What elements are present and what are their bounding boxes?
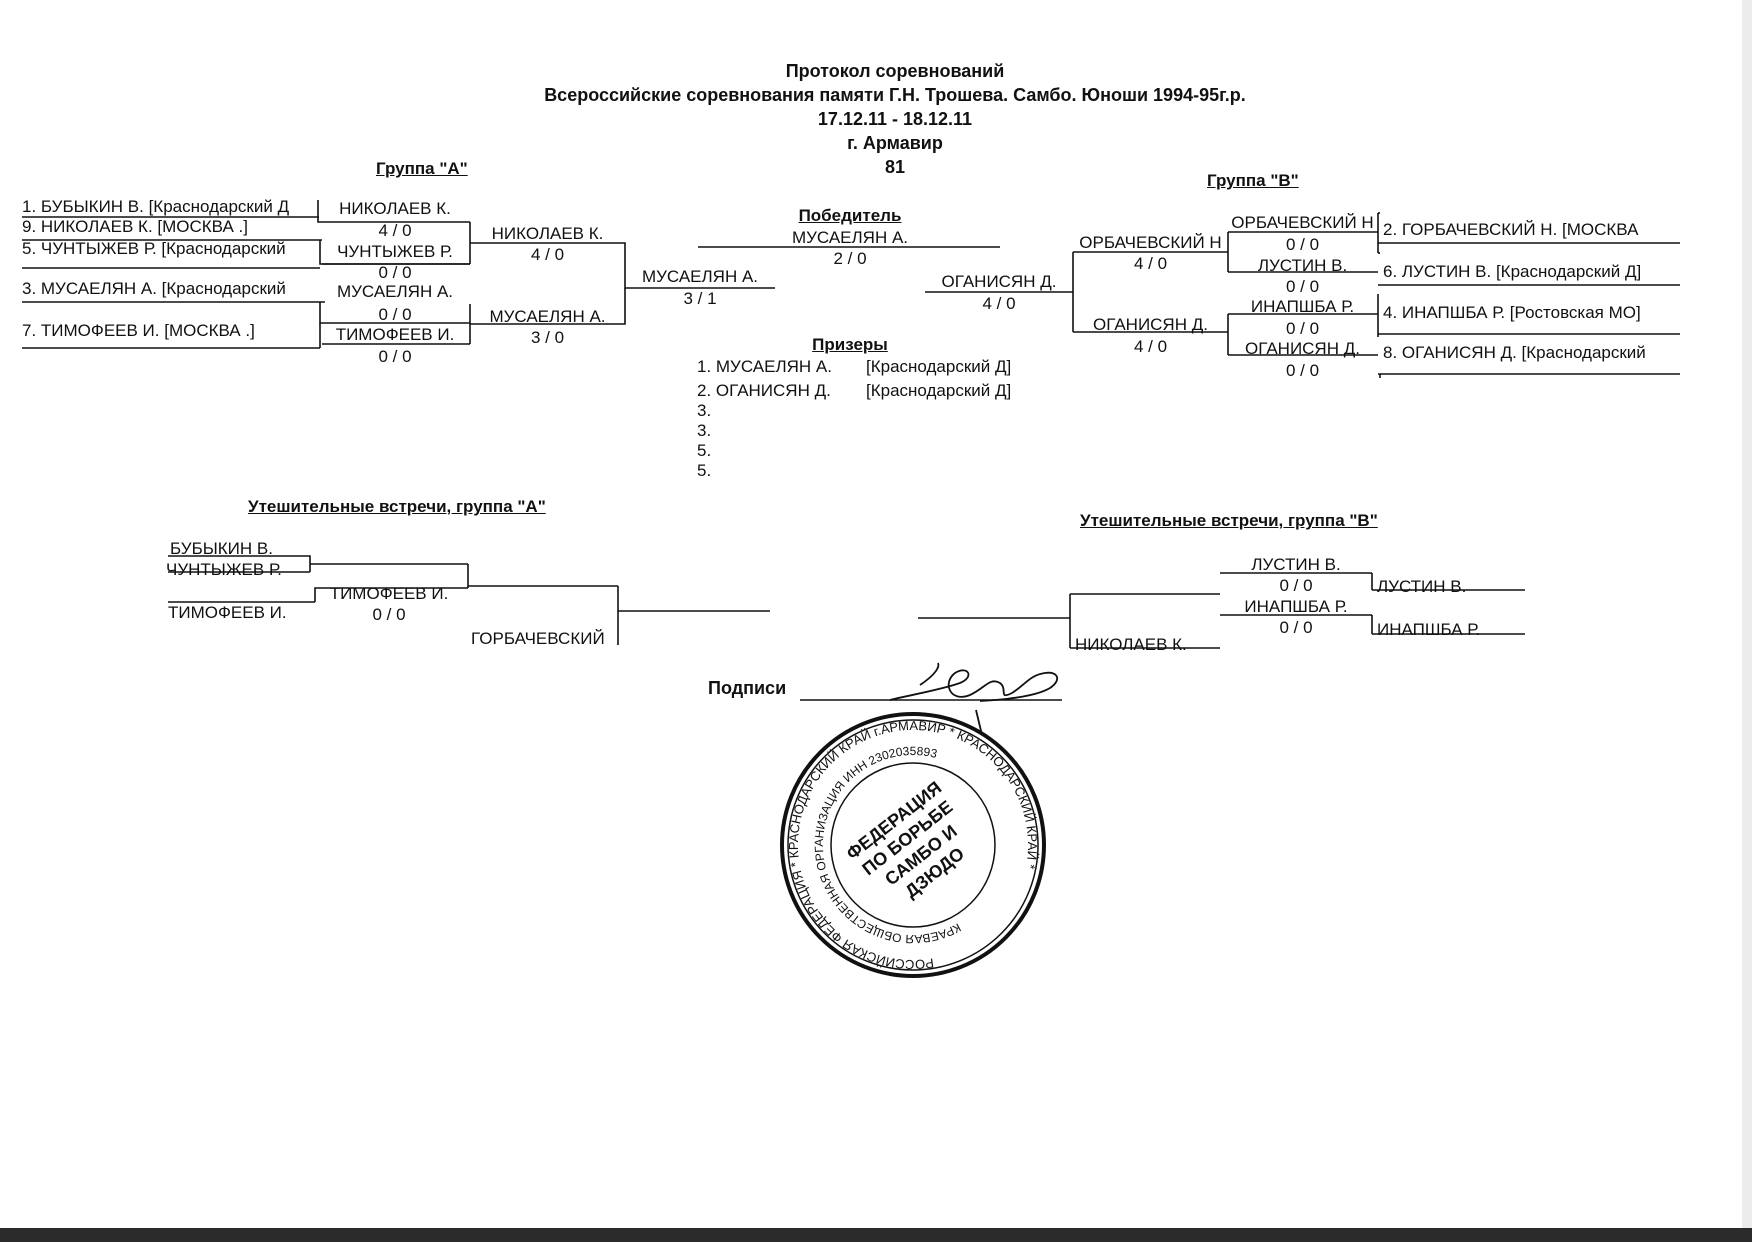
group-a-r1-score-4: 0 / 0 <box>378 347 412 366</box>
consolation-b-right2: ИНАПШБА Р. <box>1377 620 1481 639</box>
group-a-final-score: 3 / 1 <box>683 289 717 308</box>
consolation-b-mid-score: 0 / 0 <box>1279 618 1313 637</box>
scan-bottom-border <box>0 1228 1752 1242</box>
prizer-place-5a: 5. <box>697 441 712 460</box>
group-b-r2-score-1: 4 / 0 <box>1133 254 1168 273</box>
group-a-r1-name-2: ЧУНТЫЖЕВ Р. <box>337 242 453 261</box>
winner-score: 2 / 0 <box>833 249 867 268</box>
prizer-region-2: [Краснодарский Д] <box>866 381 1012 400</box>
group-a-r1-score-2: 0 / 0 <box>378 263 412 282</box>
group-a-r1-score-1: 4 / 0 <box>378 221 412 240</box>
consolation-a-score: 0 / 0 <box>372 605 406 624</box>
group-b-r2-score-2: 4 / 0 <box>1133 337 1168 356</box>
group-a-entrant-5: 5. ЧУНТЫЖЕВ Р. [Краснодарский <box>22 239 286 258</box>
group-a-r1-name-4: ТИМОФЕЕВ И. <box>335 325 455 344</box>
doc-subtitle: Всероссийские соревнования памяти Г.Н. Т… <box>544 85 1246 105</box>
consolation-b-top: ЛУСТИН В. <box>1251 555 1341 574</box>
group-b-entrant-6: 6. ЛУСТИН В. [Краснодарский Д] <box>1383 262 1642 281</box>
doc-weight: 81 <box>884 157 906 177</box>
group-a-r2-name-2: МУСАЕЛЯН А. <box>489 307 606 326</box>
group-a-r2-name-1: НИКОЛАЕВ К. <box>491 224 604 243</box>
consolation-b-top-score: 0 / 0 <box>1279 576 1313 595</box>
prizer-place-1: 1. МУСАЕЛЯН А. <box>697 357 832 376</box>
group-a-r1-name-3: МУСАЕЛЯН А. <box>336 282 454 301</box>
scan-edge <box>1742 0 1752 1242</box>
group-b-r1-name-3: ИНАПШБА Р. <box>1250 297 1355 316</box>
federation-stamp: РОССИЙСКАЯ ФЕДЕРАЦИЯ * КРАСНОДАРСКИЙ КРА… <box>778 710 1048 980</box>
group-b-r1-score-2: 0 / 0 <box>1285 277 1320 296</box>
consolation-a-p3: ТИМОФЕЕВ И. <box>168 603 287 622</box>
group-b-r2-name-1: ОРБАЧЕВСКИЙ Н <box>1079 233 1222 252</box>
group-a-entrant-1: 1. БУБЫКИН В. [Краснодарский Д <box>22 197 290 216</box>
group-b-r1-score-4: 0 / 0 <box>1285 361 1320 380</box>
group-b-entrant-4: 4. ИНАПШБА Р. [Ростовская МО] <box>1383 303 1641 322</box>
doc-dates: 17.12.11 - 18.12.11 <box>817 109 973 129</box>
consolation-a-winner: ТИМОФЕЕВ И. <box>329 584 449 603</box>
group-a-r1-name-1: НИКОЛАЕВ К. <box>339 199 451 218</box>
group-b-r1-name-2: ЛУСТИН В. <box>1257 256 1348 275</box>
group-a-r2-score-1: 4 / 0 <box>530 245 565 264</box>
winner-name: МУСАЕЛЯН А. <box>791 228 909 247</box>
winner-title: Победитель <box>798 206 902 225</box>
consolation-a-p2: ЧУНТЫЖЕВ Р. <box>166 560 282 579</box>
group-b-r1-score-1: 0 / 0 <box>1285 235 1320 254</box>
doc-title: Протокол соревнований <box>785 61 1005 81</box>
prizers-title: Призеры <box>812 335 888 354</box>
group-b-r1-name-4: ОГАНИСЯН Д. <box>1245 339 1360 358</box>
consolation-a-p1: БУБЫКИН В. <box>170 539 273 558</box>
group-a-r1-score-3: 0 / 0 <box>378 305 412 324</box>
prizer-region-1: [Краснодарский Д] <box>866 357 1012 376</box>
consolation-b-mid: ИНАПШБА Р. <box>1244 597 1348 616</box>
group-b-r1-name-1: ОРБАЧЕВСКИЙ Н <box>1231 213 1374 232</box>
group-a-entrant-9: 9. НИКОЛАЕВ К. [МОСКВА .] <box>22 217 248 236</box>
group-b-final-name: ОГАНИСЯН Д. <box>941 272 1057 291</box>
prizer-place-3b: 3. <box>697 421 712 440</box>
group-b-entrant-8: 8. ОГАНИСЯН Д. [Краснодарский <box>1383 343 1646 362</box>
doc-city: г. Армавир <box>847 133 943 153</box>
consolation-b-right1: ЛУСТИН В. <box>1377 577 1467 596</box>
group-a-title: Группа "А" <box>376 159 468 178</box>
group-a-entrant-7: 7. ТИМОФЕЕВ И. [МОСКВА .] <box>22 321 255 340</box>
prizer-place-2: 2. ОГАНИСЯН Д. <box>697 381 831 400</box>
group-a-r2-score-2: 3 / 0 <box>530 328 565 347</box>
group-b-final-score: 4 / 0 <box>982 294 1016 313</box>
group-b-title: Группа "В" <box>1207 171 1299 190</box>
prizer-place-3a: 3. <box>697 401 712 420</box>
group-b-entrant-2: 2. ГОРБАЧЕВСКИЙ Н. [МОСКВА <box>1383 220 1639 239</box>
consolation-a-final-opponent: ГОРБАЧЕВСКИЙ <box>471 629 605 648</box>
consolation-b-title: Утешительные встречи, группа "В" <box>1080 511 1378 530</box>
prizer-place-5b: 5. <box>697 461 712 480</box>
signature-label: Подписи <box>708 678 787 698</box>
group-a-entrant-3: 3. МУСАЕЛЯН А. [Краснодарский <box>22 279 286 298</box>
consolation-b-bottom: НИКОЛАЕВ К. <box>1075 635 1187 654</box>
group-b-r1-score-3: 0 / 0 <box>1285 319 1320 338</box>
group-b-r2-name-2: ОГАНИСЯН Д. <box>1093 315 1208 334</box>
group-a-final-name: МУСАЕЛЯН А. <box>641 267 759 286</box>
consolation-a-title: Утешительные встречи, группа "А" <box>248 497 546 516</box>
